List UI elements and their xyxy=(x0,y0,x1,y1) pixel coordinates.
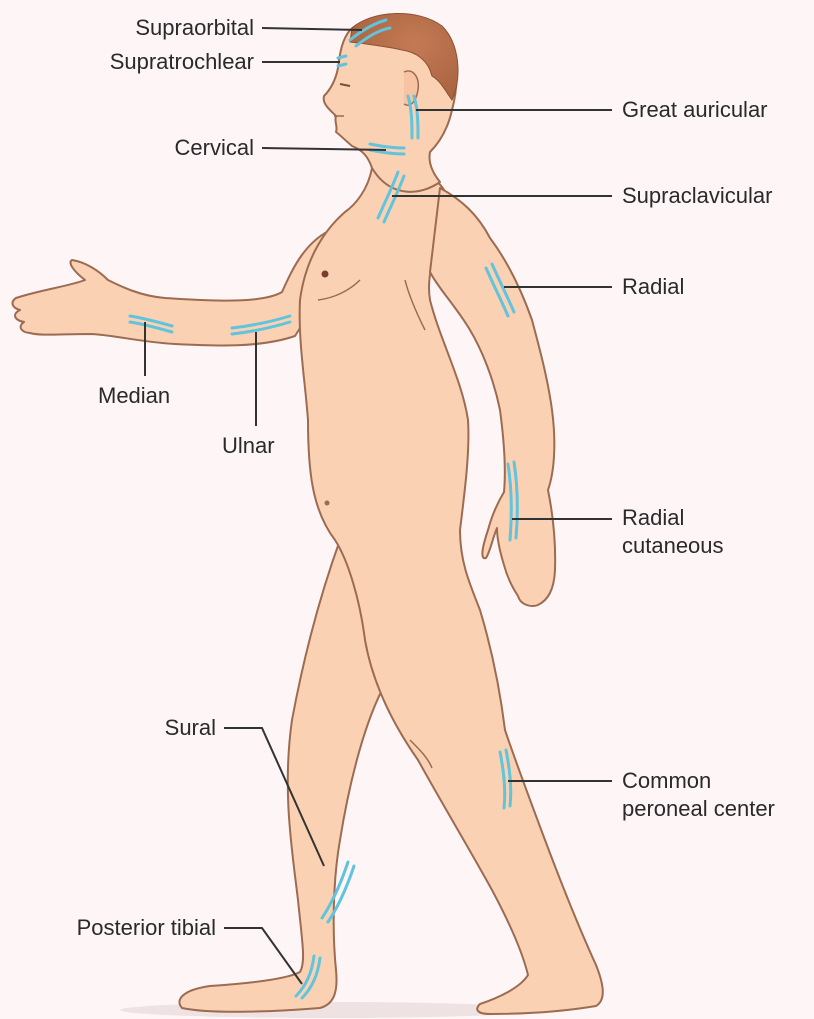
label-posterior-tibial: Posterior tibial xyxy=(77,914,216,942)
label-radial-cutaneous: Radial cutaneous xyxy=(622,504,724,560)
label-median: Median xyxy=(98,382,170,410)
label-radial-cutaneous-line2: cutaneous xyxy=(622,532,724,560)
back-arm xyxy=(13,228,340,346)
leader-supraorbital xyxy=(262,28,362,30)
label-ulnar: Ulnar xyxy=(222,432,275,460)
label-radial: Radial xyxy=(622,273,684,301)
label-radial-cutaneous-line1: Radial xyxy=(622,504,724,532)
label-supraclavicular: Supraclavicular xyxy=(622,182,772,210)
label-common-peroneal-line1: Common xyxy=(622,767,775,795)
label-cervical: Cervical xyxy=(175,134,254,162)
label-common-peroneal: Common peroneal center xyxy=(622,767,775,823)
label-great-auricular: Great auricular xyxy=(622,96,768,124)
label-supraorbital: Supraorbital xyxy=(135,14,254,42)
nipple xyxy=(322,271,329,278)
label-sural: Sural xyxy=(165,714,216,742)
navel xyxy=(325,501,330,506)
label-supratrochlear: Supratrochlear xyxy=(110,48,254,76)
label-common-peroneal-line2: peroneal center xyxy=(622,795,775,823)
